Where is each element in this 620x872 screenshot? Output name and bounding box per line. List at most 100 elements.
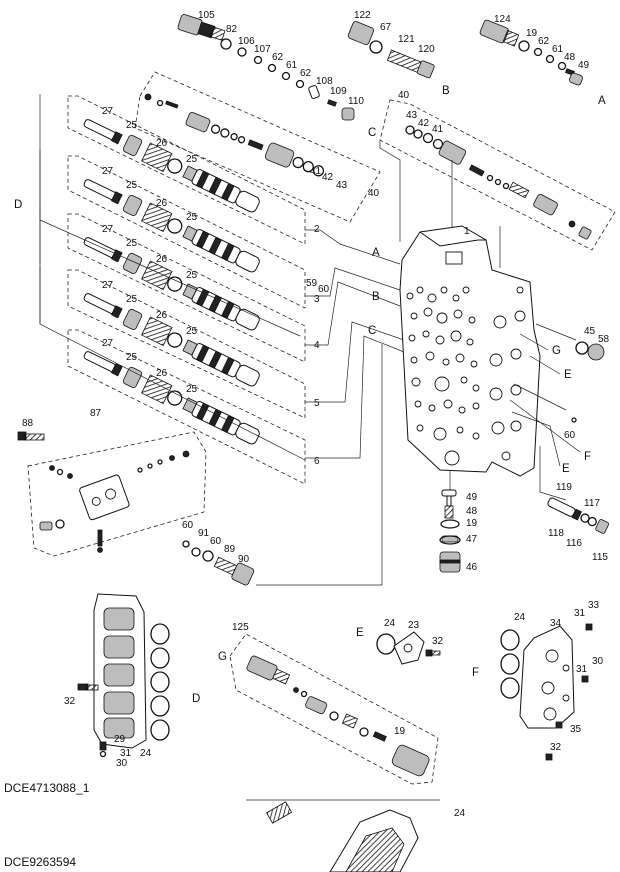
label-25g: 25 xyxy=(126,294,138,305)
top-relief-valve-105 xyxy=(177,14,355,121)
label-26a: 26 xyxy=(156,138,168,149)
label-25a: 25 xyxy=(126,120,138,131)
label-43b: 43 xyxy=(336,180,348,191)
callout-D-left: D xyxy=(14,199,22,211)
label-35: 35 xyxy=(570,724,582,735)
label-25h: 25 xyxy=(186,326,198,337)
callout-C-body: C xyxy=(368,325,376,337)
top-relief-valve-124 xyxy=(479,19,583,86)
label-26b: 26 xyxy=(156,198,168,209)
label-110: 110 xyxy=(348,96,364,107)
callout-E-right-2: E xyxy=(562,463,570,475)
right-side-cap-45-58 xyxy=(535,323,605,361)
label-3: 3 xyxy=(314,294,320,305)
label-24c: 24 xyxy=(514,612,526,623)
label-61b: 61 xyxy=(552,44,564,55)
spool-assemblies xyxy=(67,95,306,485)
label-33: 33 xyxy=(588,600,600,611)
image-code-bottom: DCE9263594 xyxy=(4,855,76,869)
label-24a: 24 xyxy=(140,748,152,759)
plug-89-90-group xyxy=(182,540,255,586)
label-25e: 25 xyxy=(126,238,138,249)
label-91: 91 xyxy=(198,528,210,539)
label-122: 122 xyxy=(354,10,371,21)
label-125: 125 xyxy=(232,622,249,633)
label-42b: 42 xyxy=(322,172,334,183)
valve-assembly-40-dashed-box xyxy=(134,71,381,223)
label-31c: 31 xyxy=(576,664,588,675)
label-120: 120 xyxy=(418,44,435,55)
label-124: 124 xyxy=(494,14,511,25)
label-19a: 19 xyxy=(526,28,538,39)
label-49a: 49 xyxy=(578,60,590,71)
label-32c: 32 xyxy=(550,742,562,753)
top-relief-valve-122 xyxy=(347,21,435,79)
label-61a: 61 xyxy=(286,60,298,71)
label-49b: 49 xyxy=(466,492,478,503)
label-24b: 24 xyxy=(384,618,396,629)
label-27d: 27 xyxy=(102,280,114,291)
label-25b: 25 xyxy=(186,154,198,165)
label-62b: 62 xyxy=(300,68,312,79)
label-62a: 62 xyxy=(272,52,284,63)
label-45: 45 xyxy=(584,326,596,337)
callout-F-lower: F xyxy=(472,667,479,679)
label-90: 90 xyxy=(238,554,250,565)
label-116: 116 xyxy=(566,538,582,549)
callout-G-lower: G xyxy=(218,651,227,663)
callout-C-top: C xyxy=(368,127,376,139)
image-codes: DCE4713088_1 DCE9263594 xyxy=(4,781,90,869)
callout-E-lower: E xyxy=(356,627,364,639)
label-107: 107 xyxy=(254,44,271,55)
label-32b: 32 xyxy=(432,636,444,647)
label-41a: 41 xyxy=(432,124,444,135)
label-40-right: 40 xyxy=(398,90,410,101)
label-60a: 60 xyxy=(318,284,330,295)
label-25i: 25 xyxy=(126,352,138,363)
label-121: 121 xyxy=(398,34,415,45)
right-cover-plate-34 xyxy=(500,623,593,761)
label-19c: 19 xyxy=(394,726,406,737)
callout-A-body: A xyxy=(372,247,380,259)
label-23: 23 xyxy=(408,620,420,631)
label-88: 88 xyxy=(22,418,34,429)
lower-left-cover-plate xyxy=(77,593,170,758)
label-60d: 60 xyxy=(210,536,222,547)
part-number-labels: 105 82 106 107 62 61 62 108 109 110 C 12… xyxy=(14,10,610,819)
label-31b: 31 xyxy=(574,608,586,619)
label-118: 118 xyxy=(548,528,564,539)
label-60c: 60 xyxy=(182,520,194,531)
image-code-top: DCE4713088_1 xyxy=(4,781,90,795)
main-valve-body xyxy=(399,225,541,477)
label-58: 58 xyxy=(598,334,610,345)
label-109: 109 xyxy=(330,86,347,97)
label-2: 2 xyxy=(314,224,320,235)
label-47: 47 xyxy=(466,534,478,545)
callout-B-body: B xyxy=(372,291,380,303)
label-115: 115 xyxy=(592,552,608,563)
callout-F-right: F xyxy=(584,451,591,463)
label-40-mid: 40 xyxy=(368,188,380,199)
label-108: 108 xyxy=(316,76,333,87)
label-106: 106 xyxy=(238,36,255,47)
label-27e: 27 xyxy=(102,338,114,349)
label-25c: 25 xyxy=(126,180,138,191)
left-cap-assembly-87 xyxy=(17,431,207,557)
bottom-plug-stack xyxy=(439,470,461,573)
label-27c: 27 xyxy=(102,224,114,235)
label-5: 5 xyxy=(314,398,320,409)
callout-A-top: A xyxy=(598,95,606,107)
label-31a: 31 xyxy=(120,748,132,759)
label-43a: 43 xyxy=(406,110,418,121)
valve-assembly-right-dashed-box xyxy=(379,99,616,251)
callout-G-right: G xyxy=(552,345,561,357)
label-29: 29 xyxy=(114,734,126,745)
label-59: 59 xyxy=(306,278,318,289)
label-27a: 27 xyxy=(102,106,114,117)
leader-lines xyxy=(39,94,501,586)
callout-D-lower: D xyxy=(192,693,200,705)
label-25f: 25 xyxy=(186,270,198,281)
label-25d: 25 xyxy=(186,212,198,223)
label-26e: 26 xyxy=(156,368,168,379)
callout-B-top: B xyxy=(442,85,450,97)
